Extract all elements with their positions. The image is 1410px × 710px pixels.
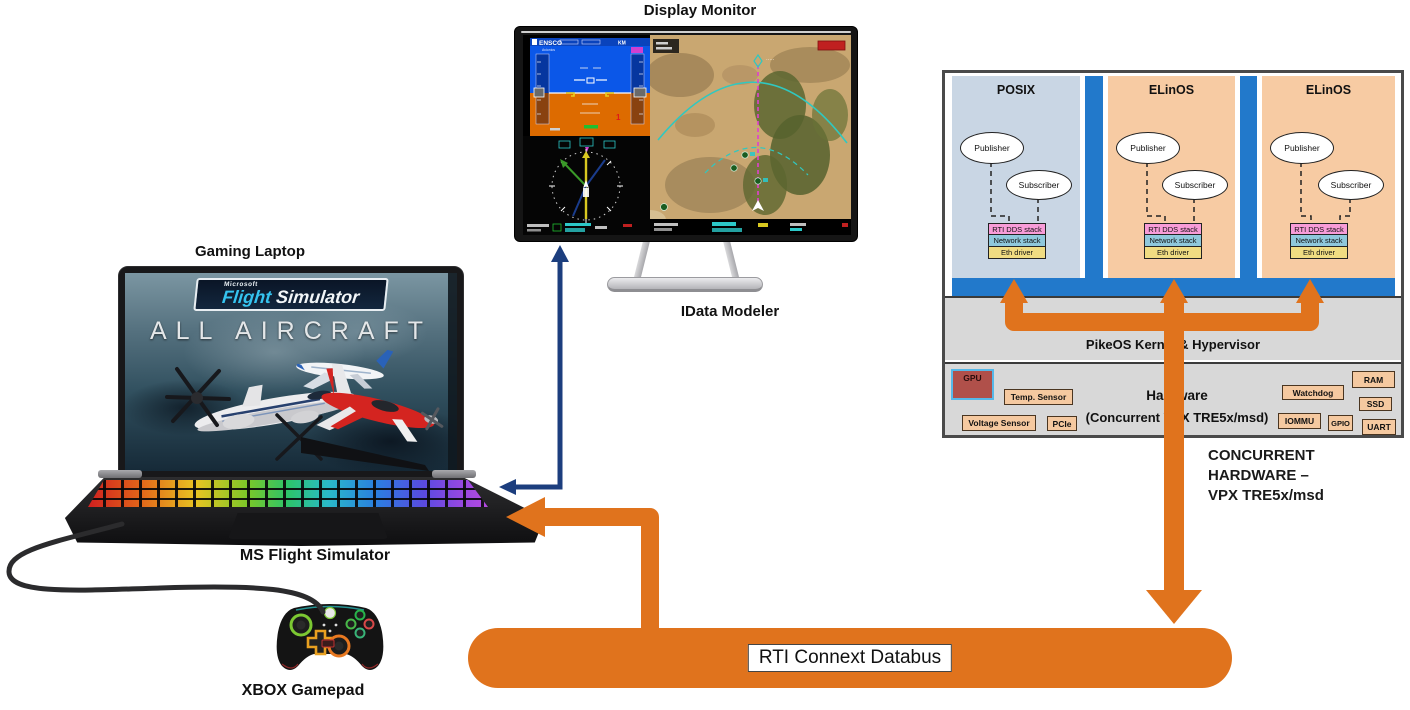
eth-driver: Eth driver (1290, 245, 1348, 259)
all-aircraft-title: ALL AIRCRAFT (149, 317, 433, 345)
partition-separator (1240, 76, 1257, 296)
ms-flight-simulator-label: MS Flight Simulator (239, 547, 391, 564)
databus-label: RTI Connext Databus (747, 644, 953, 672)
eth-driver: Eth driver (988, 245, 1046, 259)
partition-elinos-1: ELinOS Publisher Subscriber RTI DDS stac… (1108, 76, 1235, 278)
laptop-base (64, 477, 545, 546)
pikeos-kernel-band: PikeOS Kernel & Hypervisor (945, 296, 1401, 360)
laptop-hinge-left (98, 470, 142, 478)
monitor-screen: KM ENSCO Avionics (523, 35, 851, 235)
xbox-gamepad (276, 604, 384, 670)
svg-text:1: 1 (616, 113, 621, 122)
hardware-subtitle: (Concurrent VPX TRE5x/msd) (1085, 410, 1269, 425)
partition-posix: POSIX Publisher Subscriber RTI DDS stack… (952, 76, 1080, 278)
pfd-display: KM ENSCO Avionics (530, 38, 650, 136)
pikeos-kernel-label: PikeOS Kernel & Hypervisor (1085, 337, 1261, 352)
monitor-stand-leg-right (723, 241, 740, 281)
dds-connector-lines (1300, 162, 1351, 224)
hsi-graphics (523, 136, 650, 235)
partition-name: POSIX (996, 83, 1036, 97)
idata-modeler-label: IData Modeler (680, 303, 780, 320)
map-graphics: ····· (634, 35, 851, 235)
subscriber-node: Subscriber (1006, 170, 1072, 200)
gpio-chip: GPIO (1328, 415, 1353, 431)
arrowhead-to-databus (1146, 590, 1202, 624)
laptop-hinge-right (432, 470, 476, 478)
msfs-logo-banner: Microsoft Flight Simulator (193, 278, 389, 311)
moving-map-display: ····· (634, 35, 851, 235)
dds-connector-lines (990, 162, 1039, 224)
partition-name: ELinOS (1148, 83, 1195, 97)
watchdog-chip: Watchdog (1282, 385, 1344, 400)
arrowhead-to-monitor (551, 245, 569, 262)
pcie-chip: PCIe (1047, 416, 1077, 431)
display-monitor-label: Display Monitor (643, 2, 757, 19)
subscriber-node: Subscriber (1162, 170, 1228, 200)
ensco-brand: ENSCO (539, 40, 562, 47)
hardware-title: Hardware (1146, 388, 1208, 403)
svg-text:Avionics: Avionics (542, 48, 555, 52)
monitor-stand-base (607, 277, 763, 292)
uart-chip: UART (1362, 419, 1396, 435)
hardware-band: Hardware (Concurrent VPX TRE5x/msd) GPU … (945, 362, 1401, 435)
partition-name: ELinOS (1305, 83, 1352, 97)
rti-connext-databus: RTI Connext Databus (468, 628, 1232, 688)
monitor-stand-leg-left (633, 241, 650, 281)
temp-sensor-chip: Temp. Sensor (1004, 389, 1073, 405)
publisher-node: Publisher (1116, 132, 1180, 164)
dds-connector-lines (1146, 162, 1195, 224)
gaming-laptop-label: Gaming Laptop (195, 243, 305, 260)
laptop-screen-bezel: Microsoft Flight Simulator ALL AIRCRAFT (118, 266, 464, 478)
svg-text:·····: ····· (766, 57, 775, 63)
eth-driver: Eth driver (1144, 245, 1202, 259)
laptop-screen: Microsoft Flight Simulator ALL AIRCRAFT (125, 273, 457, 471)
hsi-display (523, 136, 650, 235)
ram-chip: RAM (1352, 371, 1395, 388)
laptop-screen-spine (448, 273, 457, 471)
subscriber-node: Subscriber (1318, 170, 1384, 200)
publisher-node: Publisher (1270, 132, 1334, 164)
xbox-gamepad-label: XBOX Gamepad (241, 682, 365, 699)
monitor-screen-highlight (521, 31, 851, 33)
laptop-to-monitor-arrow (499, 245, 569, 495)
virtual-network-bar (952, 278, 1395, 296)
partition-separator (1085, 76, 1103, 296)
rgb-keyboard (88, 480, 488, 507)
iommu-chip: IOMMU (1278, 413, 1321, 429)
msfs-wordmark: Flight Simulator (221, 287, 361, 307)
gpu-chip: GPU (951, 369, 994, 400)
publisher-node: Publisher (960, 132, 1024, 164)
display-monitor: KM ENSCO Avionics (514, 26, 858, 242)
pfd-graphics: KM ENSCO Avionics (530, 38, 650, 136)
svg-text:KM: KM (618, 41, 626, 47)
concurrent-hardware-caption: CONCURRENT HARDWARE – VPX TRE5x/msd (1208, 447, 1324, 504)
ssd-chip: SSD (1359, 397, 1392, 411)
arrowhead-to-laptop-video (499, 479, 516, 495)
voltage-sensor-chip: Voltage Sensor (962, 415, 1036, 431)
trackpad (228, 513, 388, 539)
partition-elinos-2: ELinOS Publisher Subscriber RTI DDS stac… (1262, 76, 1395, 278)
aircraft-artwork (165, 349, 444, 471)
